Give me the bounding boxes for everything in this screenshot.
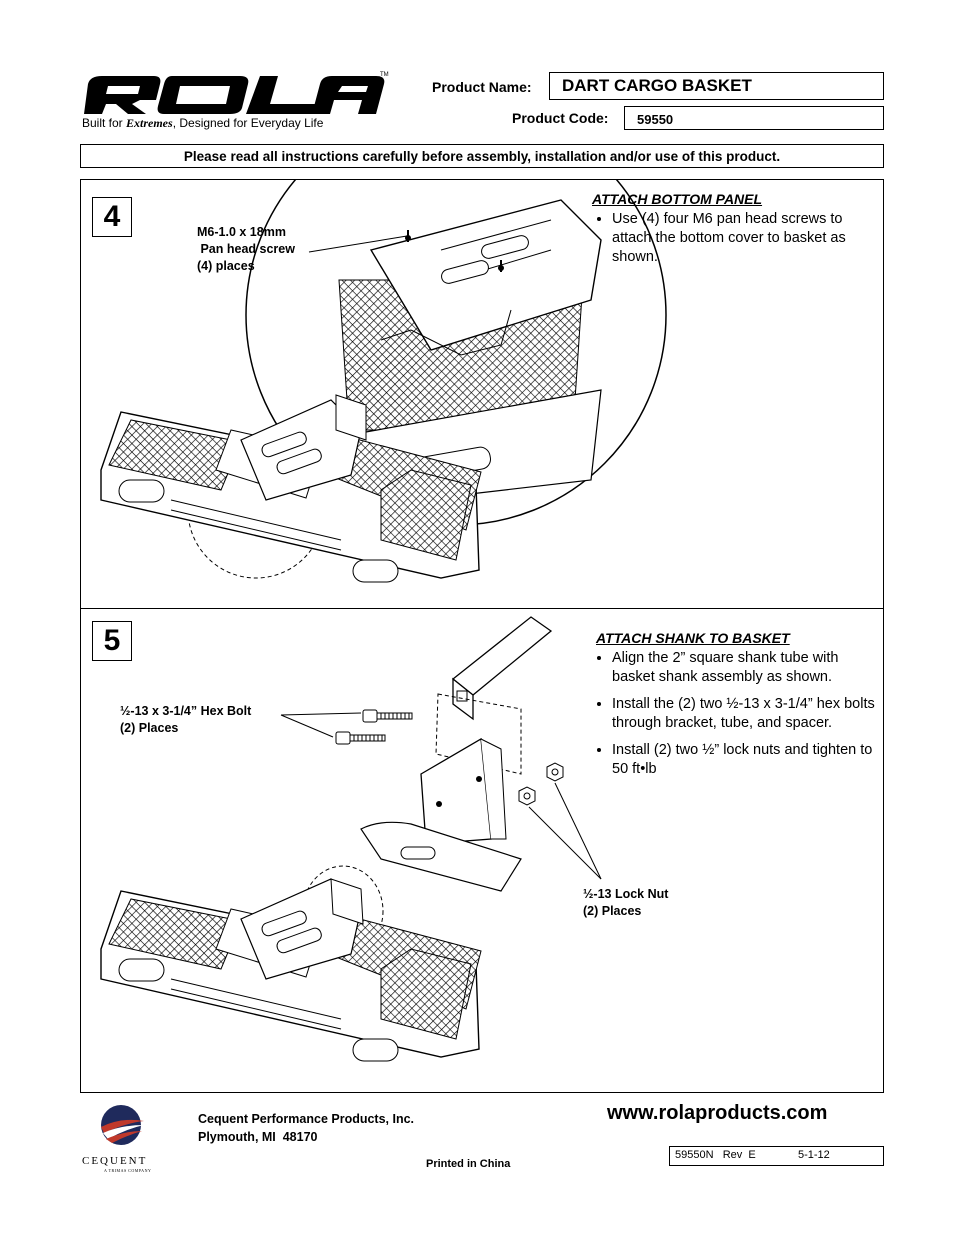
instruction-item: Use (4) four M6 pan head screws to attac…: [612, 210, 877, 267]
doc-number-box: 59550N Rev E 5-1-12: [669, 1146, 884, 1166]
step-5-instructions: Align the 2” square shank tube with bask…: [592, 649, 877, 787]
step-5-heading: ATTACH SHANK TO BASKET: [596, 630, 790, 646]
cequent-logo: [96, 1103, 166, 1158]
instruction-item: Align the 2” square shank tube with bask…: [612, 649, 877, 687]
notice-text: Please read all instructions carefully b…: [183, 149, 781, 164]
company-city: Plymouth, MI 48170: [198, 1130, 318, 1144]
step-5-illustration: [100, 616, 602, 1062]
step-4-instructions: Use (4) four M6 pan head screws to attac…: [592, 210, 877, 275]
cequent-sub: A TRIMAS COMPANY: [104, 1168, 152, 1173]
hex-bolt-callout: ½-13 x 3-1/4” Hex Bolt (2) Places: [120, 704, 252, 735]
company-name: Cequent Performance Products, Inc.: [198, 1112, 415, 1126]
rola-logo: TM: [80, 70, 390, 132]
product-name-value: DART CARGO BASKET: [562, 76, 752, 95]
website-link[interactable]: www.rolaproducts.com: [607, 1102, 828, 1124]
instruction-item: Install the (2) two ½-13 x 3-1/4” hex bo…: [612, 695, 877, 733]
instruction-panel: [80, 179, 884, 1093]
product-code-field: 59550: [624, 106, 884, 130]
screw-callout: M6-1.0 x 18mm Pan head screw (4) places: [197, 225, 295, 273]
brand-tagline: Built for Extremes, Designed for Everyda…: [82, 116, 324, 130]
doc-date: 5-1-12: [798, 1149, 830, 1161]
step-number-4: 4: [92, 197, 132, 237]
product-name-label: Product Name:: [432, 79, 532, 95]
cequent-wordmark: CEQUENT: [82, 1155, 148, 1167]
product-code-label: Product Code:: [512, 110, 609, 126]
step-divider: [80, 608, 884, 609]
notice-banner: Please read all instructions carefully b…: [80, 144, 884, 168]
lock-nut-callout: ½-13 Lock Nut (2) Places: [583, 887, 669, 918]
step-number-5: 5: [92, 621, 132, 661]
doc-number: 59550N Rev E: [675, 1149, 756, 1161]
product-name-field: DART CARGO BASKET: [549, 72, 884, 100]
product-code-value: 59550: [637, 112, 674, 127]
instruction-item: Install (2) two ½” lock nuts and tighten…: [612, 741, 877, 779]
svg-text:TM: TM: [380, 72, 389, 78]
printed-in: Printed in China: [426, 1158, 511, 1170]
step-4-illustration: [100, 180, 667, 583]
